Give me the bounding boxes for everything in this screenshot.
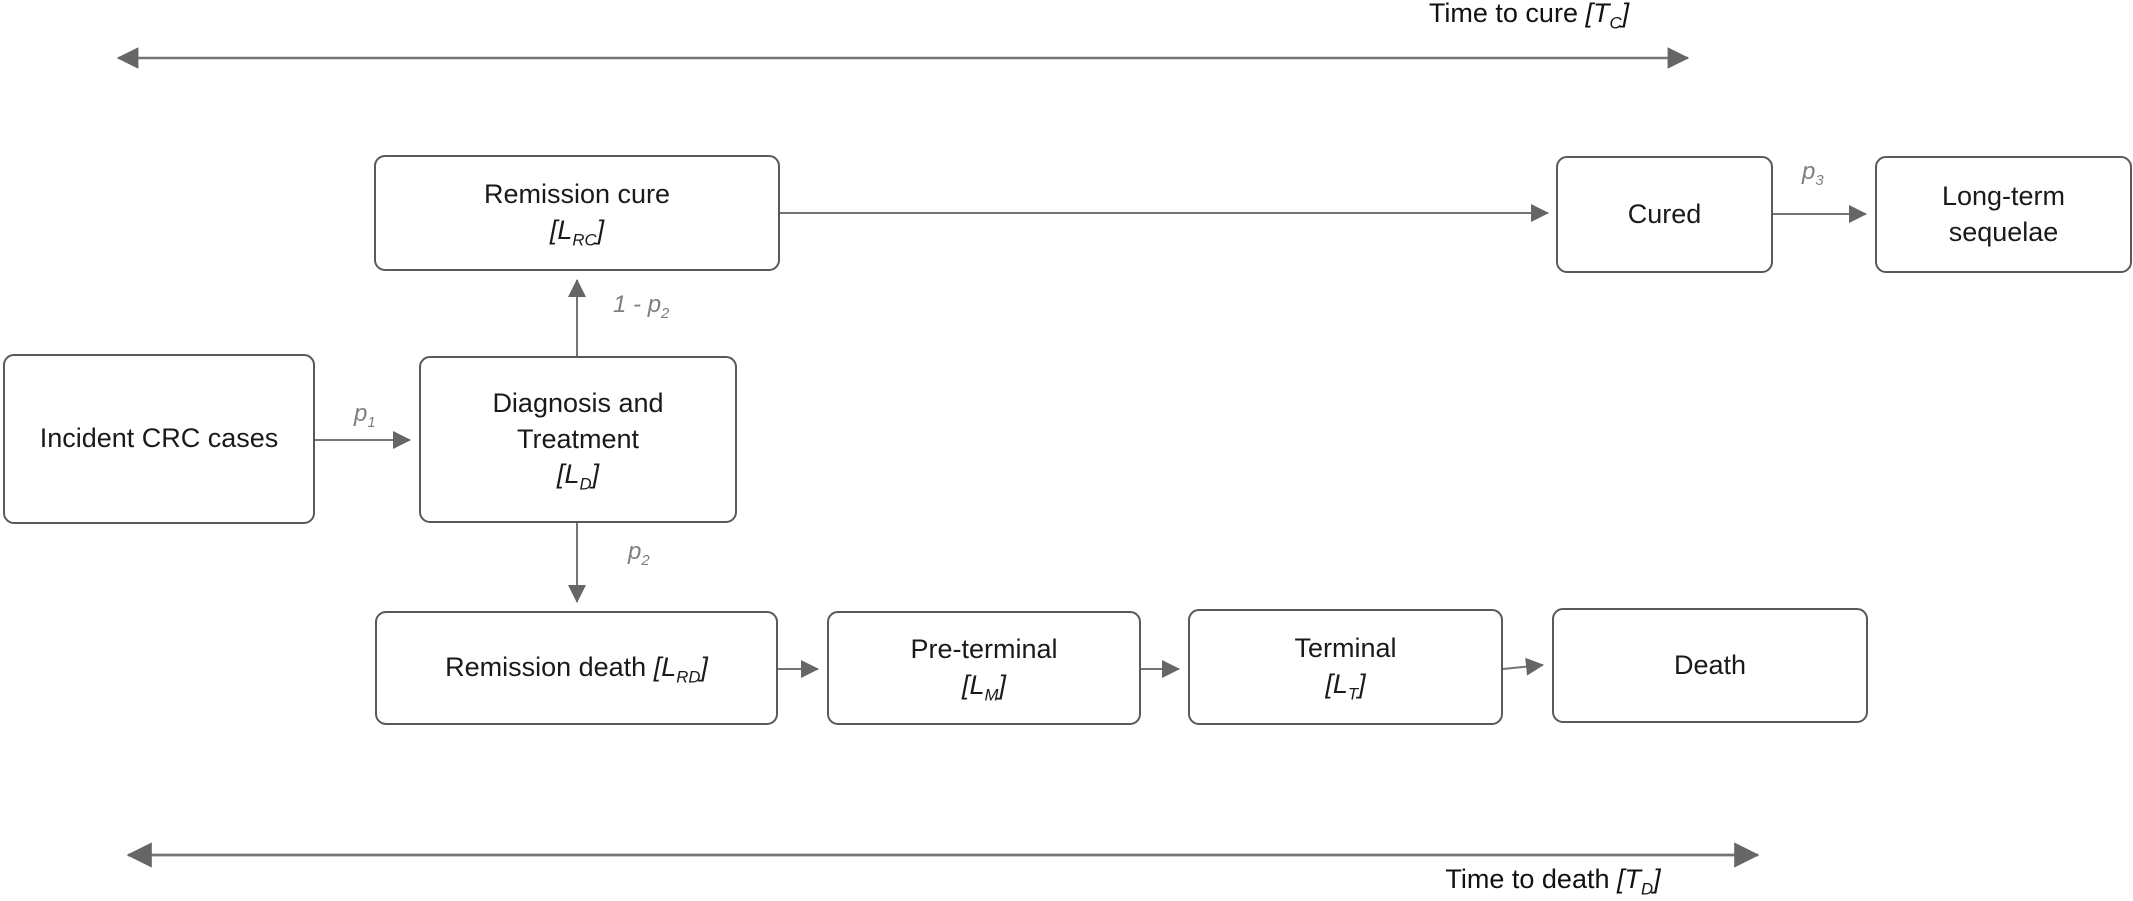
node-label: Remission cure xyxy=(483,179,671,210)
timeline-death-text: Time to death xyxy=(1445,864,1617,894)
node-incident-crc-cases: Incident CRC cases xyxy=(3,354,315,524)
node-symbol: [LD] xyxy=(556,459,600,494)
node-label-line2: Treatment xyxy=(516,423,640,454)
timeline-death-label: Time to death [TD] xyxy=(1445,864,1661,899)
timeline-cure-text: Time to cure xyxy=(1428,0,1586,28)
timeline-cure-symbol: [TC] xyxy=(1585,0,1630,33)
node-symbol: [LRC] xyxy=(549,215,605,250)
node-label: Remission death [LRD] xyxy=(445,652,708,687)
node-symbol: [LM] xyxy=(961,670,1006,705)
node-symbol: [LRD] xyxy=(653,652,708,687)
timeline-death-symbol: [TD] xyxy=(1616,864,1661,899)
node-label-line1: Long-term xyxy=(1941,180,2066,211)
node-label-line1: Diagnosis and xyxy=(492,388,664,419)
node-label: Pre-terminal xyxy=(910,634,1058,665)
node-label: Incident CRC cases xyxy=(39,423,279,454)
node-remission-death: Remission death [LRD] xyxy=(375,611,778,725)
prob-p2-label: p2 xyxy=(628,538,650,569)
node-remission-cure: Remission cure [LRC] xyxy=(374,155,780,271)
node-long-term-sequelae: Long-term sequelae xyxy=(1875,156,2132,273)
node-label: Cured xyxy=(1627,198,1702,229)
prob-p3-label: p3 xyxy=(1802,158,1824,189)
node-diagnosis-and-treatment: Diagnosis and Treatment [LD] xyxy=(419,356,737,523)
node-death: Death xyxy=(1552,608,1868,723)
prob-one-minus-p2-label: 1 - p2 xyxy=(613,291,670,322)
node-label-line2: sequelae xyxy=(1948,216,2059,247)
node-cured: Cured xyxy=(1556,156,1773,273)
node-label: Terminal xyxy=(1294,633,1397,664)
arrow-terminal-to-death xyxy=(1502,657,1544,676)
node-terminal: Terminal [LT] xyxy=(1188,609,1503,725)
node-label: Death xyxy=(1673,649,1747,680)
node-symbol: [LT] xyxy=(1325,669,1366,704)
timeline-cure-label: Time to cure [TC] xyxy=(1428,0,1630,33)
node-pre-terminal: Pre-terminal [LM] xyxy=(827,611,1141,725)
prob-p1-label: p1 xyxy=(354,400,376,431)
